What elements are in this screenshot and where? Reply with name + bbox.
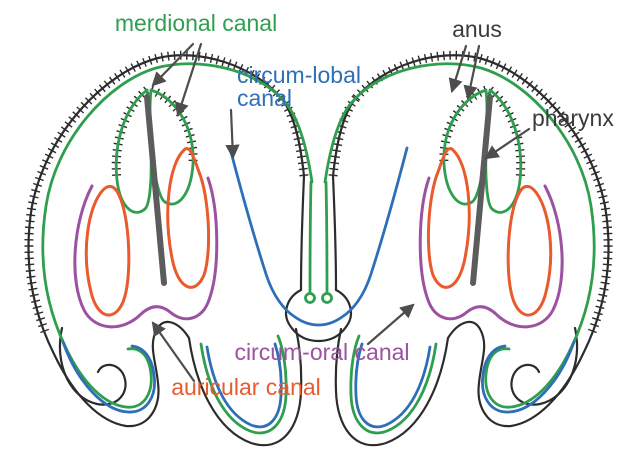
arrow-anus-1 <box>448 44 468 94</box>
annotation-arrows <box>151 42 531 383</box>
label-meridional-canal: merdional canal <box>115 10 277 36</box>
arrow-pharynx <box>484 127 531 160</box>
label-auricular-canal: auricular canal <box>171 374 321 400</box>
arrow-circum-lobal-canal <box>225 108 240 160</box>
label-circum-lobal-canal-line2: canal <box>237 85 292 111</box>
label-anus: anus <box>452 16 502 42</box>
annotation-labels: merdional canal circum-lobal canal anus … <box>115 10 615 400</box>
arrow-auricular-canal <box>151 321 196 383</box>
label-pharynx: pharynx <box>532 105 614 131</box>
arrow-circum-oral-canal <box>366 303 415 346</box>
arrow-anus-2 <box>463 44 481 101</box>
label-circum-oral-canal: circum-oral canal <box>234 339 409 365</box>
arrow-meridional-canal-2 <box>174 42 203 118</box>
arrow-meridional-canal-1 <box>151 42 195 87</box>
label-circum-lobal-canal-line1: circum-lobal <box>237 62 361 88</box>
